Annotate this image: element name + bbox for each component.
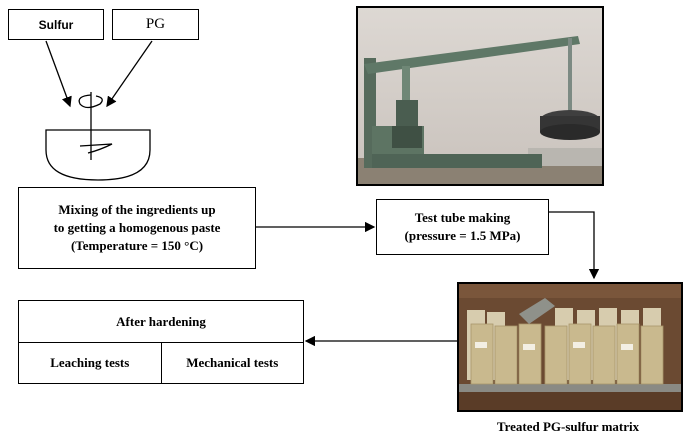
mixing-bowl-with-stirrer-icon [45, 92, 151, 181]
mixing-line-1: Mixing of the ingredients up [58, 202, 216, 217]
hydraulic-press-photo [356, 6, 604, 186]
after-hardening-header: After hardening [19, 301, 303, 343]
test-tube-step-box: Test tube making (pressure = 1.5 MPa) [376, 199, 549, 255]
mixing-line-2: to getting a homogenous paste [53, 220, 221, 235]
arrow-pg-to-mixer [106, 40, 153, 108]
tests-row: Leaching tests Mechanical tests [19, 343, 303, 383]
arrow-sulfur-to-mixer [45, 40, 72, 108]
samples-caption: Treated PG-sulfur matrix [496, 419, 640, 434]
mixing-line-3: (Temperature = 150 °C) [70, 238, 204, 253]
arrow-tube-to-samples [549, 211, 600, 280]
pg-input-box: PG [112, 9, 199, 40]
test-tube-line-2: (pressure = 1.5 MPa) [404, 228, 521, 243]
sulfur-input-box: Sulfur [8, 9, 104, 40]
test-tube-line-1: Test tube making [414, 210, 511, 225]
sulfur-label: Sulfur [38, 17, 74, 32]
mechanical-tests-cell: Mechanical tests [160, 343, 304, 383]
leaching-tests-cell: Leaching tests [50, 355, 130, 370]
mixing-step-box: Mixing of the ingredients up to getting … [18, 187, 256, 269]
pg-label: PG [145, 16, 166, 32]
sample-cylinders-photo [457, 282, 683, 412]
after-hardening-table: After hardening Leaching tests Mechanica… [18, 300, 304, 384]
